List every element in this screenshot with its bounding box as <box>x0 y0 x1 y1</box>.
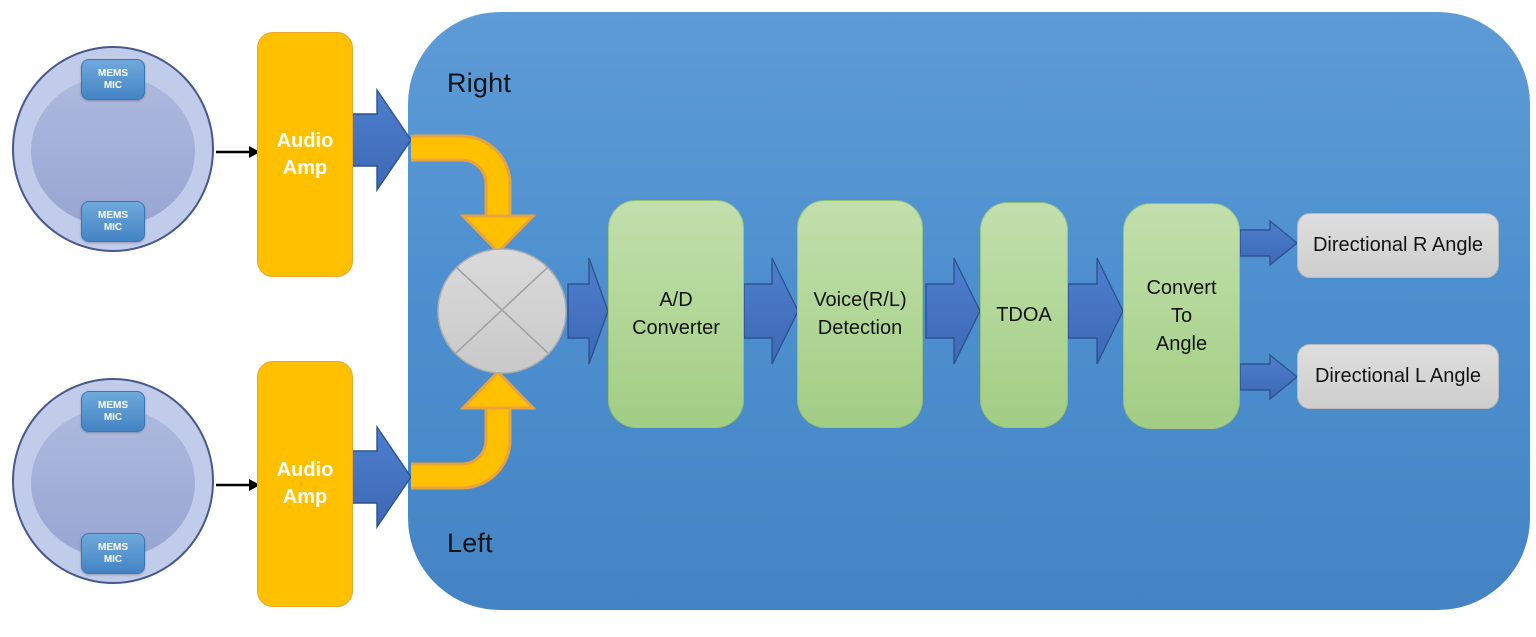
convert-to-directional-r-arrow <box>1239 219 1299 267</box>
ad-converter-label-line1: A/D <box>659 289 693 311</box>
tdoa-block: TDOA <box>980 202 1068 428</box>
audio-amp-right-block: Audio Amp <box>257 32 353 277</box>
right-channel-label: Right <box>447 68 512 98</box>
convert-to-angle-block: Convert To Angle <box>1123 203 1240 429</box>
adc-to-voice-arrow <box>743 257 799 365</box>
convert-to-directional-l-arrow <box>1239 353 1299 401</box>
mems-mic-chip: MEMS MIC <box>81 533 145 574</box>
left-channel-curve-arrow <box>411 369 537 490</box>
audio-amp-label-line1: Audio <box>276 129 334 152</box>
mems-mic-label-line2: MIC <box>103 221 123 233</box>
directional-l-angle-label: Directional L Angle <box>1314 365 1482 387</box>
voice-to-tdoa-arrow <box>925 257 981 365</box>
ad-converter-block: A/D Converter <box>608 200 744 428</box>
tdoa-to-convert-arrow <box>1067 257 1124 365</box>
voice-detection-label-line2: Detection <box>817 317 903 339</box>
mems-mic-chip: MEMS MIC <box>81 201 145 242</box>
mic-array-left: MEMS MIC MEMS MIC <box>12 378 214 584</box>
mic-array-right: MEMS MIC MEMS MIC <box>12 46 214 252</box>
mems-mic-label-line2: MIC <box>103 553 123 565</box>
mic-to-amp-arrow-left <box>216 479 260 491</box>
mems-mic-label-line1: MEMS <box>98 68 128 79</box>
left-channel-label: Left <box>447 528 493 558</box>
right-channel-curve-arrow <box>411 134 537 255</box>
amp-to-panel-arrow-right <box>351 87 412 193</box>
mixer-to-adc-arrow <box>567 257 609 365</box>
mems-mic-label-line1: MEMS <box>98 210 128 221</box>
mems-mic-label-line2: MIC <box>103 411 123 423</box>
audio-amp-left-block: Audio Amp <box>257 361 353 607</box>
audio-amp-label-line1: Audio <box>276 459 334 481</box>
audio-amp-label-line2: Amp <box>282 486 328 508</box>
mems-mic-label-line2: MIC <box>103 79 123 91</box>
mems-mic-label-line1: MEMS <box>98 542 128 553</box>
ad-converter-label-line2: Converter <box>632 317 720 339</box>
convert-label-line3: Angle <box>1155 333 1208 355</box>
amp-to-panel-arrow-left <box>351 424 412 530</box>
mems-mic-chip: MEMS MIC <box>81 391 145 432</box>
directional-l-angle-output: Directional L Angle <box>1297 344 1499 409</box>
mems-mic-label-line1: MEMS <box>98 400 128 411</box>
directional-r-angle-output: Directional R Angle <box>1297 213 1499 278</box>
convert-label-line1: Convert <box>1146 277 1217 299</box>
audio-amp-label-line2: Amp <box>282 156 328 179</box>
mixer-icon <box>437 248 567 374</box>
convert-label-line2: To <box>1170 305 1193 327</box>
tdoa-label: TDOA <box>996 304 1052 326</box>
mems-mic-chip: MEMS MIC <box>81 59 145 100</box>
voice-detection-label-line1: Voice(R/L) <box>813 289 907 311</box>
mic-to-amp-arrow-right <box>216 146 260 158</box>
directional-r-angle-label: Directional R Angle <box>1312 234 1484 256</box>
voice-detection-block: Voice(R/L) Detection <box>797 200 923 428</box>
